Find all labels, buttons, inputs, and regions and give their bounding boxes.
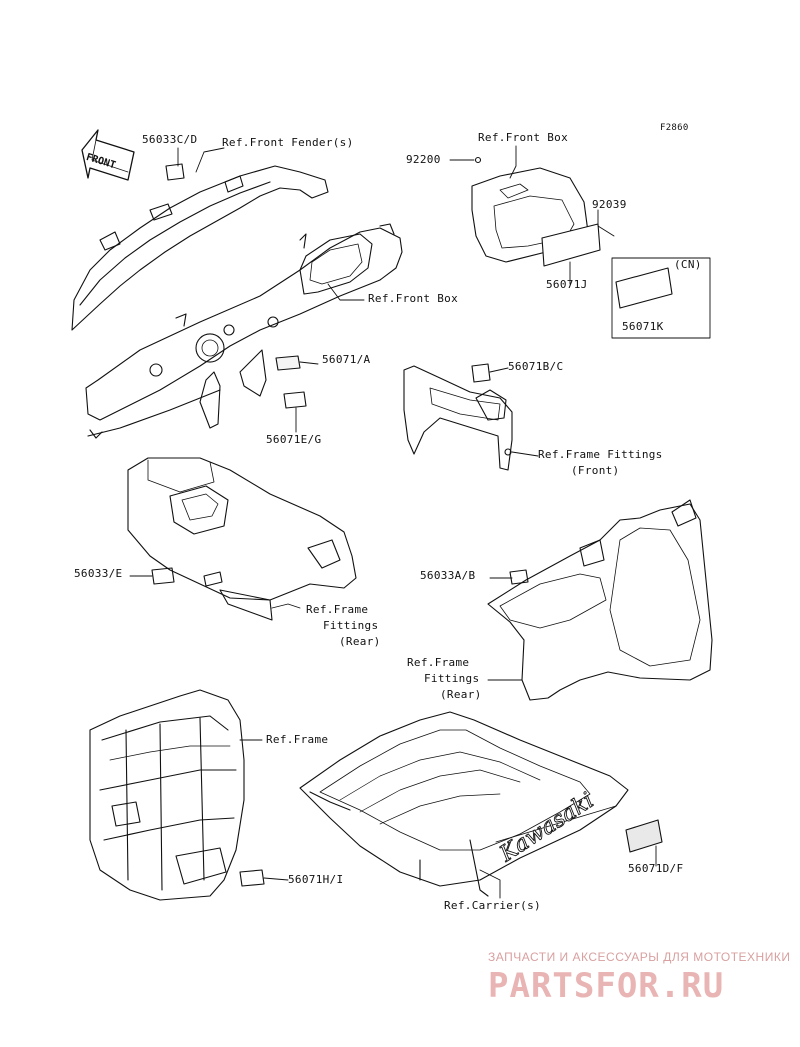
label-92200: 92200 — [406, 153, 441, 166]
label-56071a: 56071/A — [322, 353, 371, 366]
watermark-logo: PARTSFOR.RU — [488, 966, 725, 1006]
watermark-caption: ЗАПЧАСТИ И АКСЕССУАРЫ ДЛЯ МОТОТЕХНИКИ — [488, 950, 791, 964]
frame-structure — [89, 689, 245, 901]
label-56033e: 56033/E — [74, 567, 123, 580]
label-ref-frame-fittings-front: Ref.Frame Fittings — [538, 448, 663, 461]
decal-56071df — [625, 819, 663, 853]
decal-56033ab — [509, 569, 529, 585]
label-ref-front-fender: Ref.Front Fender(s) — [222, 136, 354, 149]
label-ref-frame-fittings-rear-left-1: Ref.Frame — [306, 603, 369, 616]
frame-fittings-front — [403, 365, 513, 471]
front-fender-assembly — [71, 165, 403, 439]
decal-56033e — [151, 567, 175, 585]
decal-56071bc — [471, 363, 491, 383]
label-56071df: 56071D/F — [628, 862, 684, 875]
frame-fittings-rear-left — [127, 457, 357, 621]
label-ref-front-box-top: Ref.Front Box — [478, 131, 568, 144]
label-56071k: 56071K — [622, 320, 664, 333]
decal-56071hi — [239, 869, 265, 887]
label-ref-frame-fittings-rear-right-2: Fittings — [424, 672, 480, 685]
label-56071j: 56071J — [546, 278, 588, 291]
label-56071bc: 56071B/C — [508, 360, 564, 373]
cn-region-box — [611, 257, 711, 339]
decal-56071j — [541, 223, 601, 267]
label-ref-frame-fittings-rear-right-3: (Rear) — [440, 688, 482, 701]
label-ref-frame-fittings-rear-left-3: (Rear) — [339, 635, 381, 648]
label-ref-frame-fittings-rear-left-2: Fittings — [323, 619, 379, 632]
label-ref-frame: Ref.Frame — [266, 733, 329, 746]
decal-56033cd — [165, 163, 185, 181]
decal-56071eg — [283, 391, 307, 409]
frame-fittings-rear-right — [487, 499, 713, 701]
label-56033cd: 56033C/D — [142, 133, 198, 146]
label-56071hi: 56071H/I — [288, 873, 344, 886]
label-ref-front-box-mid: Ref.Front Box — [368, 292, 458, 305]
label-56033ab: 56033A/B — [420, 569, 476, 582]
label-cn: (CN) — [674, 258, 702, 271]
figure-code: F2860 — [660, 123, 689, 133]
label-ref-frame-fittings-front-sub: (Front) — [571, 464, 620, 477]
front-arrow-icon — [81, 129, 135, 181]
decal-56071a — [275, 355, 301, 371]
label-56071eg: 56071E/G — [266, 433, 322, 446]
leader-lines — [129, 145, 657, 899]
carrier-bed — [299, 711, 629, 897]
label-ref-carrier: Ref.Carrier(s) — [444, 899, 541, 912]
label-92039: 92039 — [592, 198, 627, 211]
label-ref-frame-fittings-rear-right-1: Ref.Frame — [407, 656, 470, 669]
decal-56071k — [615, 267, 673, 309]
